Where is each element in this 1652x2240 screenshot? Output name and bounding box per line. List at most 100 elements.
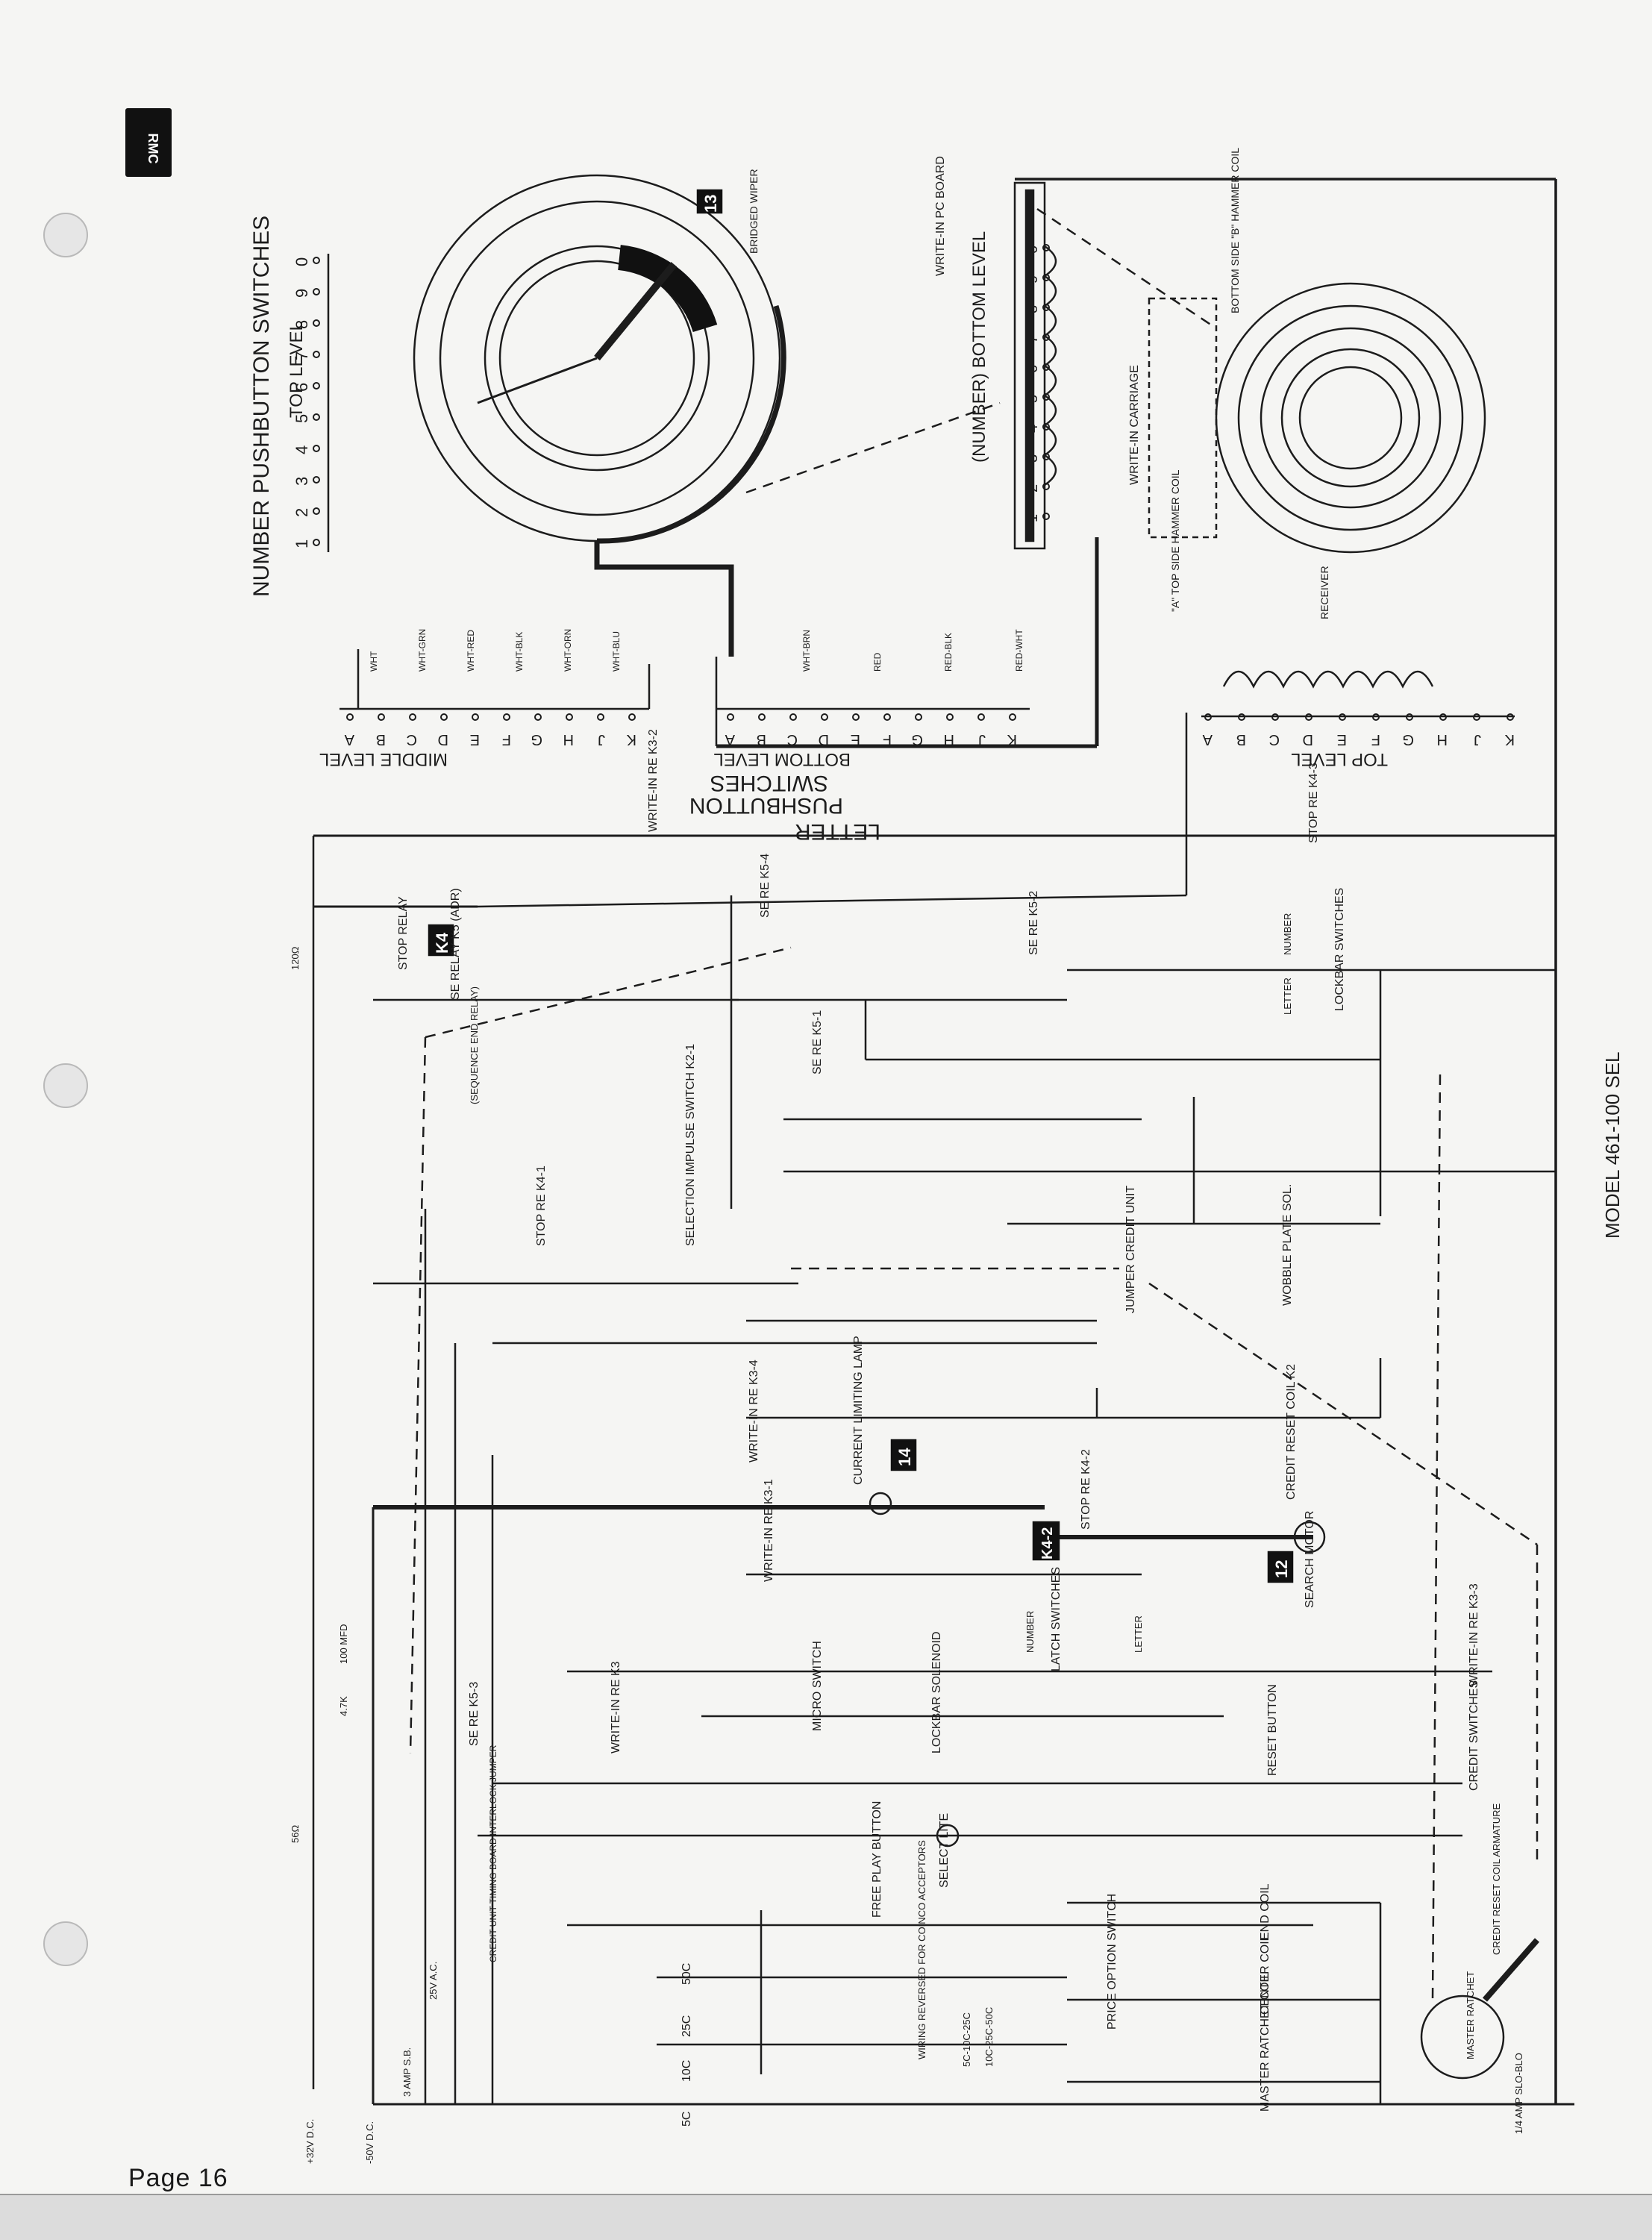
wire-color-4: WHT-ORN [563,629,573,672]
top-key-terminal-3 [1305,713,1312,721]
v-plus-label: +32V D.C. [304,2119,316,2164]
bottom-key-terminal-5 [883,713,891,721]
price-codes-1: 5C-10C-25C [961,2012,972,2067]
middle-key-8: J [598,731,605,748]
number-key-5: 6 [292,383,311,392]
number-key-4: 5 [292,414,311,423]
credit-reset-label: CREDIT RESET COIL K2 [1285,1364,1298,1500]
number-bottom-key-terminal-1 [1042,483,1050,490]
wire-color-7: RED [872,652,883,672]
binder-hole-2 [43,1063,88,1108]
bottom-key-terminal-0 [727,713,734,721]
bottom-key-terminal-2 [789,713,797,721]
write-in-carriage-label: WRITE-IN CARRIAGE [1128,365,1141,485]
number-bottom-key-9: 0 [1024,245,1041,254]
wire-color-2: WHT-RED [466,630,476,672]
number-pushbutton-title: NUMBER PUSHBUTTON SWITCHES [249,216,274,597]
wiring-reversed-label: WIRING REVERSED FOR COINCO ACCEPTORS [916,1840,927,2059]
bottom-key-4: E [851,731,860,748]
page-number: Page 16 [128,2164,228,2192]
lockbar-label: LOCKBAR SWITCHES [1333,888,1346,1011]
write-in-k34-label: WRITE-IN RE K3-4 [748,1360,760,1462]
top-key-terminal-8 [1473,713,1480,721]
coin-5-label: 5C [680,2112,693,2127]
middle-key-terminal-9 [628,713,636,721]
select-lite-label: SELECT LITE [938,1813,951,1888]
wire-color-0: WHT [369,651,379,672]
middle-key-terminal-4 [472,713,479,721]
number-bottom-key-1: 2 [1024,484,1041,492]
fuse-3a-label: 3 AMP S.B. [401,2047,413,2097]
bottom-key-0: A [725,731,735,748]
write-in-k33-label: WRITE-IN RE K3-3 [1468,1583,1480,1686]
letter-top-level-label: TOP LEVEL [1291,749,1388,769]
lockbar-solenoid-label: LOCKBAR SOLENOID [930,1631,943,1753]
number-key-6: 7 [292,351,311,360]
bottom-key-terminal-4 [852,713,860,721]
letter-top-wiring [1222,670,1434,689]
number-bottom-level-label: (NUMBER) BOTTOM LEVEL [969,231,989,463]
master-ratchet-wheel [1420,1995,1505,2080]
number-key-terminal-0 [313,539,320,546]
number-bottom-level-bar [1024,189,1035,542]
number-bottom-key-6: 7 [1024,335,1041,343]
middle-key-9: K [626,731,636,748]
letter-title-2: PUSHBUTTON [689,793,843,818]
number-key-9: 0 [292,257,311,266]
number-bottom-key-terminal-9 [1042,244,1050,251]
stop-re-k42-label: STOP RE K4-2 [1080,1449,1092,1530]
callout-k4: K4 [433,932,451,954]
lockbar-number-label: NUMBER [1282,913,1293,955]
lockbar-letter-label: LETTER [1282,977,1293,1015]
stop-re-k43-label: STOP RE K4-3 [1307,763,1320,843]
top-key-5: F [1371,731,1380,748]
letter-title-1: LETTER [795,819,880,844]
callout-14-box [890,1439,917,1471]
bottom-key-terminal-1 [758,713,766,721]
number-bottom-key-2: 3 [1024,454,1041,463]
number-key-terminal-1 [313,507,320,515]
credit-armature [1482,1938,1540,2002]
middle-key-terminal-0 [346,713,354,721]
top-key-terminal-7 [1439,713,1447,721]
current-limiting-lamp [869,1492,892,1515]
write-in-pc-board-label: WRITE-IN PC BOARD [934,156,947,276]
stop-relay-label: STOP RELAY [397,896,410,970]
number-key-terminal-8 [313,288,320,295]
receiver-label: RECEIVER [1318,566,1330,619]
se-relay-label: SE RELAY K5 (ADR) [449,888,462,1000]
top-key-4: E [1337,731,1347,748]
number-top-level-label: TOP LEVEL [287,321,307,418]
v-25-label: 25V A.C. [428,1962,439,2000]
bottom-key-terminal-9 [1009,713,1016,721]
bottom-key-6: G [911,731,923,748]
middle-key-terminal-7 [566,713,573,721]
se-re-k51-label: SE RE K5-1 [811,1010,824,1074]
stop-re-k41-label: STOP RE K4-1 [535,1166,548,1246]
write-in-carriage-coils [1148,282,1486,554]
price-codes-2: 10C-25C-50C [983,2007,995,2067]
power-bus [312,178,1574,2106]
coin-50-label: 50C [680,1963,693,1985]
middle-key-7: H [563,731,574,748]
number-key-terminal-7 [313,319,320,327]
jumper-credit-label: JUMPER CREDIT UNIT [1124,1186,1137,1313]
res-56-label: 56Ω [290,1825,301,1843]
relay-section [313,894,1556,2104]
top-key-8: J [1474,731,1481,748]
top-key-1: B [1236,731,1246,748]
middle-key-3: D [438,731,448,748]
middle-key-terminal-5 [503,713,510,721]
middle-key-4: E [470,731,480,748]
sequence-end-label: (SEQUENCE END RELAY) [469,986,480,1104]
top-key-7: H [1437,731,1448,748]
wiring-diagram: NUMBER PUSHBUTTON SWITCHES TOP LEVEL MID… [249,148,1624,2164]
bridged-wiper-label: BRIDGED WIPER [748,169,760,254]
latch-number-label: NUMBER [1024,1611,1036,1653]
wire-color-1: WHT-GRN [417,629,428,672]
search-motor-label: SEARCH MOTOR [1304,1511,1316,1608]
